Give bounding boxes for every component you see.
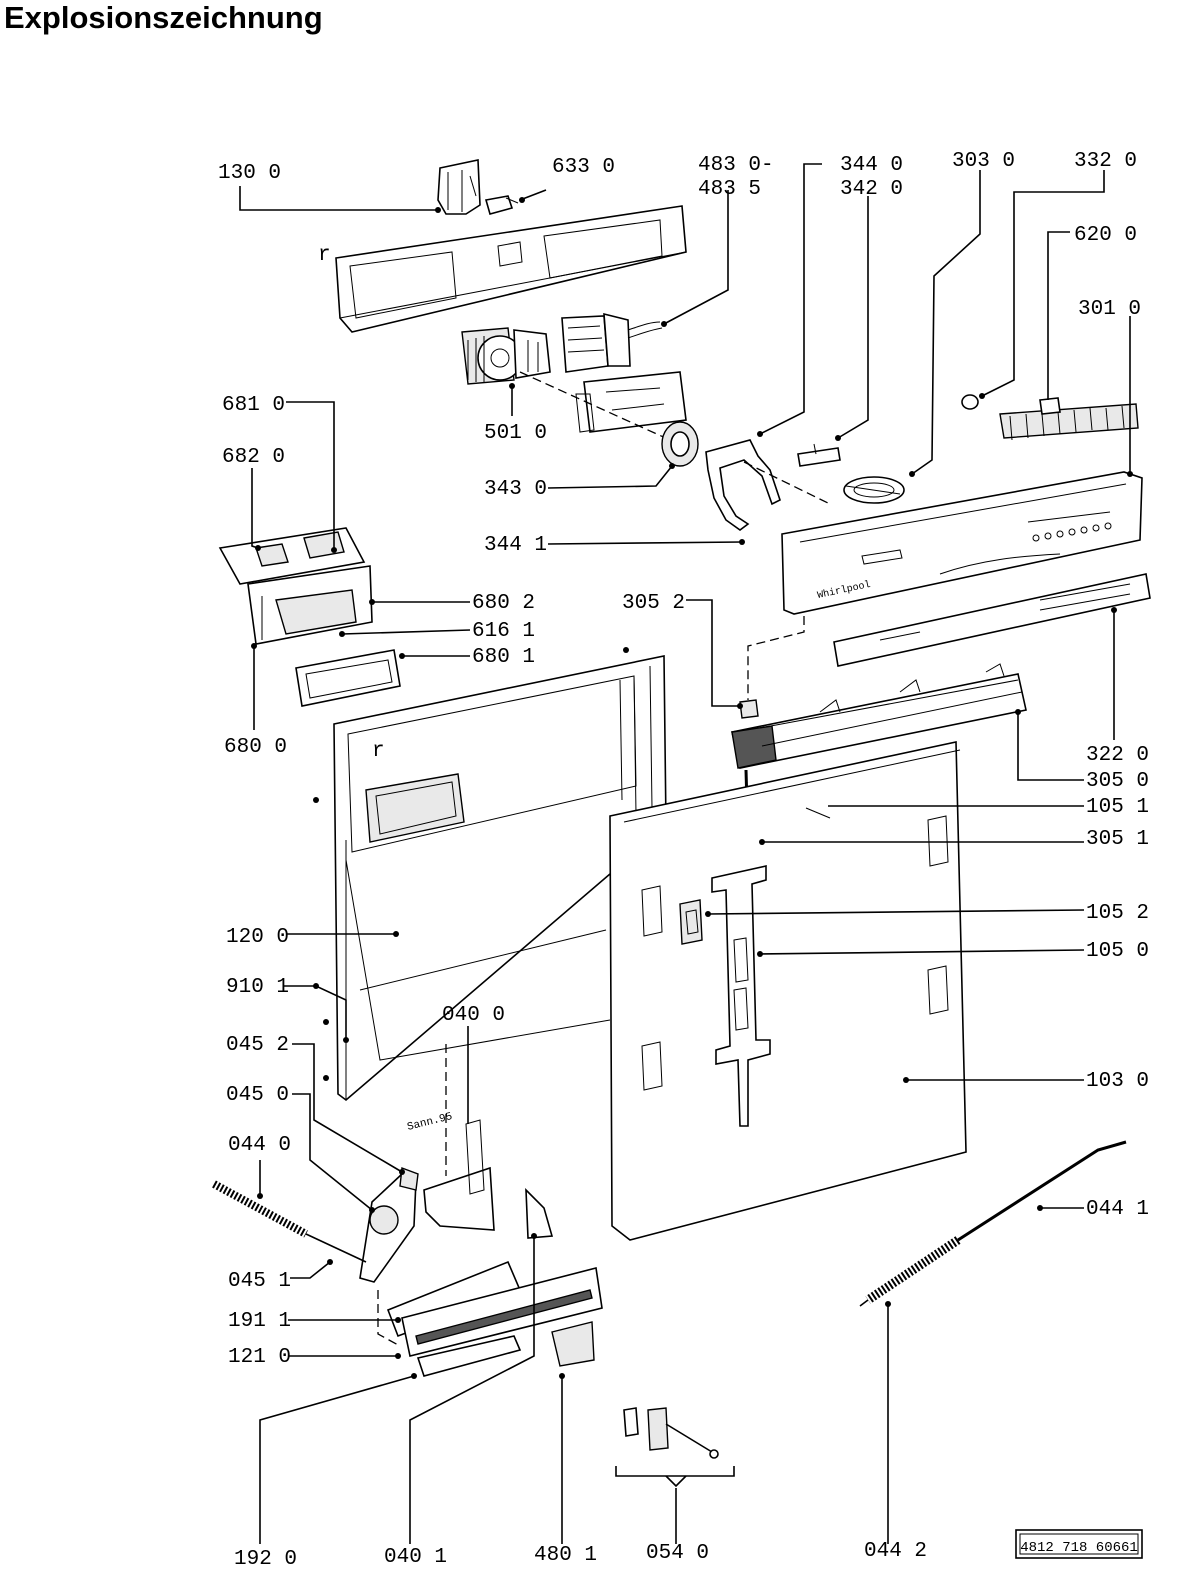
part-105-2 [679, 899, 703, 945]
part-control-rail [335, 205, 687, 333]
part-045 [359, 1167, 419, 1283]
part-054-0 [615, 1407, 735, 1488]
part-633-0 [484, 195, 519, 215]
mark-r-frame: r [372, 740, 385, 763]
label-680-0: 680 0 [224, 736, 287, 759]
label-343-0: 343 0 [484, 478, 547, 501]
part-301-0 [781, 471, 1143, 615]
label-130-0: 130 0 [218, 162, 281, 185]
label-480-1: 480 1 [534, 1544, 597, 1567]
label-301-0: 301 0 [1078, 298, 1141, 321]
part-120-0 [333, 655, 667, 1102]
label-191-1: 191 1 [228, 1310, 291, 1333]
label-322-0: 322 0 [1086, 744, 1149, 767]
label-044-1: 044 1 [1086, 1198, 1149, 1221]
label-483-0: 483 0- [698, 154, 774, 177]
leader-dots [251, 197, 1133, 1379]
part-343-0 [661, 421, 699, 467]
part-105-0 [711, 865, 771, 1127]
leader-lines [239, 163, 1131, 1544]
label-040-1: 040 1 [384, 1546, 447, 1569]
label-045-2: 045 2 [226, 1034, 289, 1057]
label-680-2: 680 2 [472, 592, 535, 615]
part-programmer [519, 371, 687, 441]
part-303-0 [843, 476, 905, 504]
label-305-2: 305 2 [622, 592, 685, 615]
label-103-0: 103 0 [1086, 1070, 1149, 1093]
label-105-1: 105 1 [1086, 796, 1149, 819]
label-483-5: 483 5 [698, 178, 761, 201]
part-044-0 [212, 1180, 367, 1263]
part-620-0 [999, 397, 1139, 441]
door-stamp: Sann.95 [406, 1111, 454, 1134]
parts-drawing: r r Sann.95 Whirlpool [212, 159, 1151, 1488]
document-number-stamp: 4812 718 60661 [1015, 1529, 1143, 1559]
label-045-1: 045 1 [228, 1270, 291, 1293]
label-054-0: 054 0 [646, 1542, 709, 1565]
label-305-1: 305 1 [1086, 828, 1149, 851]
label-682-0: 682 0 [222, 446, 285, 469]
part-305-2 [739, 616, 805, 719]
mark-r-top: r [318, 244, 331, 267]
label-681-0: 681 0 [222, 394, 285, 417]
label-616-1: 616 1 [472, 620, 535, 643]
part-044-1 [859, 1140, 1127, 1307]
label-120-0: 120 0 [226, 926, 289, 949]
label-044-2: 044 2 [864, 1540, 927, 1563]
label-303-0: 303 0 [952, 150, 1015, 173]
part-040-1 [525, 1187, 554, 1239]
part-322-0 [833, 573, 1151, 667]
label-192-0: 192 0 [234, 1548, 297, 1569]
part-dispenser [218, 527, 373, 645]
label-121-0: 121 0 [228, 1346, 291, 1369]
label-045-0: 045 0 [226, 1084, 289, 1107]
label-342-0: 342 0 [840, 178, 903, 201]
label-105-0: 105 0 [1086, 940, 1149, 963]
label-344-1: 344 1 [484, 534, 547, 557]
label-680-1: 680 1 [472, 646, 535, 669]
label-105-2: 105 2 [1086, 902, 1149, 925]
part-501-0 [461, 327, 551, 385]
label-620-0: 620 0 [1074, 224, 1137, 247]
label-344-0: 344 0 [840, 154, 903, 177]
page-title: Explosionszeichnung [4, 0, 323, 35]
part-332-0 [961, 394, 979, 410]
part-342-0 [797, 443, 841, 467]
part-103-0 [609, 741, 967, 1241]
label-910-1: 910 1 [226, 976, 289, 999]
part-680-1 [295, 649, 401, 707]
document-number: 4812 718 60661 [1020, 1540, 1138, 1556]
label-305-0: 305 0 [1086, 770, 1149, 793]
label-040-0: 040 0 [442, 1004, 505, 1027]
part-labels: 130 0 633 0 483 0- 483 5 344 0 342 0 303… [218, 150, 1149, 1569]
label-332-0: 332 0 [1074, 150, 1137, 173]
part-130-0 [437, 159, 481, 215]
part-040-0 [423, 1044, 495, 1231]
part-bottom-strips [377, 1260, 603, 1377]
label-633-0: 633 0 [552, 156, 615, 179]
part-305-0 [731, 663, 1027, 769]
part-344 [705, 439, 831, 531]
label-044-0: 044 0 [228, 1134, 291, 1157]
part-483 [561, 312, 663, 373]
label-501-0: 501 0 [484, 422, 547, 445]
